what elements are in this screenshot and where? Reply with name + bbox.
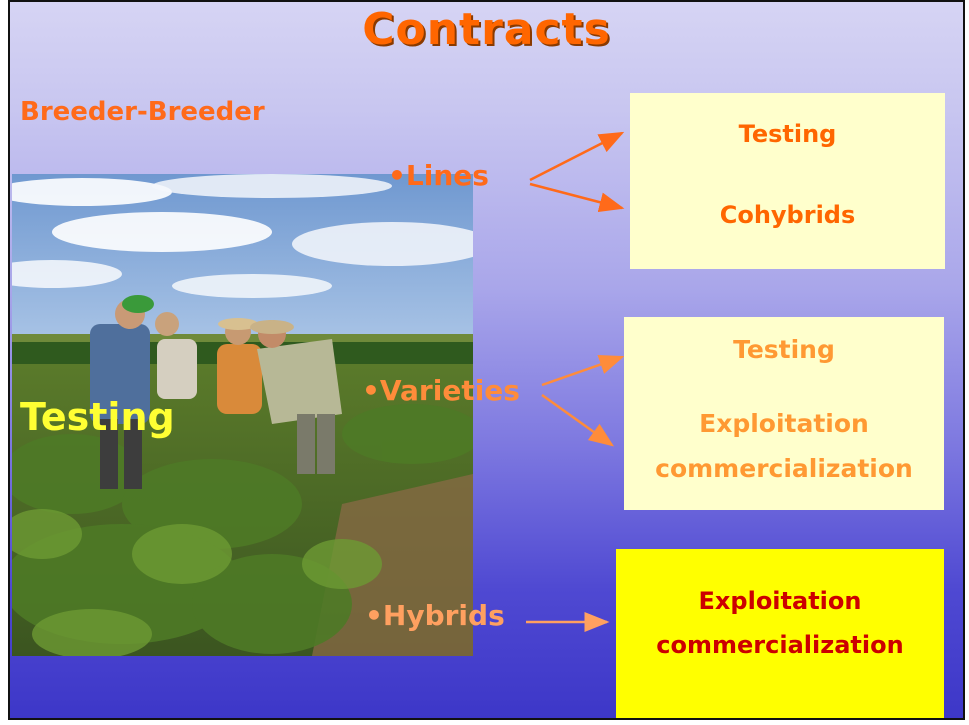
- lines-outcomes-box: Testing Cohybrids: [630, 93, 945, 269]
- photo-caption: Testing: [20, 395, 175, 439]
- slide-subtitle: Breeder-Breeder: [20, 97, 265, 127]
- field-photo-illustration: [12, 174, 473, 656]
- bullet-varieties: •Varieties: [362, 374, 520, 407]
- lines-outcome-testing: Testing: [738, 120, 837, 148]
- varieties-outcome-exploitation: Exploitation: [699, 409, 869, 438]
- bullet-hybrids: •Hybrids: [365, 599, 505, 632]
- arrow-lines-cohybrids: [529, 182, 625, 212]
- varieties-outcomes-box: Testing Exploitation commercialization: [624, 317, 944, 510]
- arrow-lines-testing: [529, 131, 625, 182]
- varieties-outcome-testing: Testing: [733, 335, 835, 364]
- arrow-varieties-testing: [541, 354, 625, 387]
- slide: Contracts Breeder-Breeder: [8, 0, 965, 720]
- slide-title: Contracts: [362, 4, 611, 55]
- hybrids-outcomes-box: Exploitation commercialization: [616, 549, 944, 718]
- lines-outcome-cohybrids: Cohybrids: [719, 201, 856, 229]
- hybrids-outcome-exploitation: Exploitation: [698, 587, 862, 615]
- hybrids-outcome-commercialization: commercialization: [656, 631, 904, 659]
- varieties-outcome-commercialization: commercialization: [655, 454, 913, 483]
- field-photo: [12, 174, 473, 656]
- arrow-varieties-exploitation: [541, 393, 615, 447]
- bullet-lines: •Lines: [388, 159, 489, 192]
